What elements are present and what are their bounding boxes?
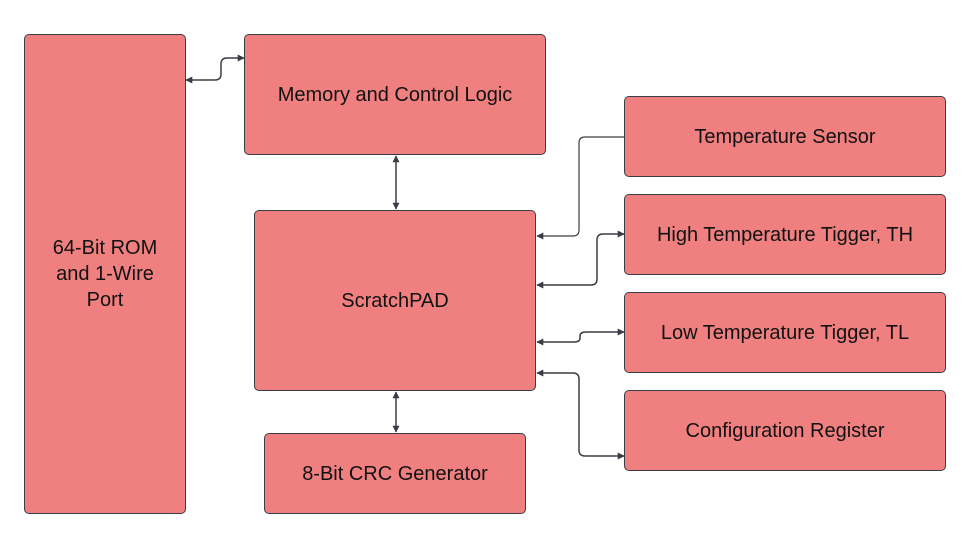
th-scratchpad-connector bbox=[536, 230, 625, 289]
scratchpad-label: ScratchPAD bbox=[341, 289, 449, 312]
config-scratchpad-connector bbox=[536, 369, 625, 460]
configuration-register-block: Configuration Register bbox=[624, 390, 946, 471]
memory-label: Memory and Control Logic bbox=[277, 83, 513, 106]
crc-generator-block: 8-Bit CRC Generator bbox=[264, 433, 526, 514]
rom-block: 64-Bit ROM and 1-Wire Port bbox=[24, 34, 186, 514]
high-temp-trigger-block: High Temperature Tigger, TH bbox=[624, 194, 946, 275]
temperature-sensor-block: Temperature Sensor bbox=[624, 96, 946, 177]
config-label: Configuration Register bbox=[685, 419, 885, 442]
rom-memory-connector bbox=[185, 54, 245, 84]
tl-scratchpad-connector bbox=[536, 328, 625, 346]
temp-sensor-label: Temperature Sensor bbox=[694, 125, 876, 148]
scratchpad-block: ScratchPAD bbox=[254, 210, 536, 391]
rom-label: 64-Bit ROM and 1-Wire Port bbox=[52, 237, 158, 311]
low-temp-trigger-block: Low Temperature Tigger, TL bbox=[624, 292, 946, 373]
temp-sensor-scratchpad-connector bbox=[536, 136, 624, 240]
crc-label: 8-Bit CRC Generator bbox=[302, 462, 488, 485]
tl-label: Low Temperature Tigger, TL bbox=[660, 321, 910, 344]
memory-control-logic-block: Memory and Control Logic bbox=[244, 34, 546, 155]
th-label: High Temperature Tigger, TH bbox=[656, 223, 914, 246]
